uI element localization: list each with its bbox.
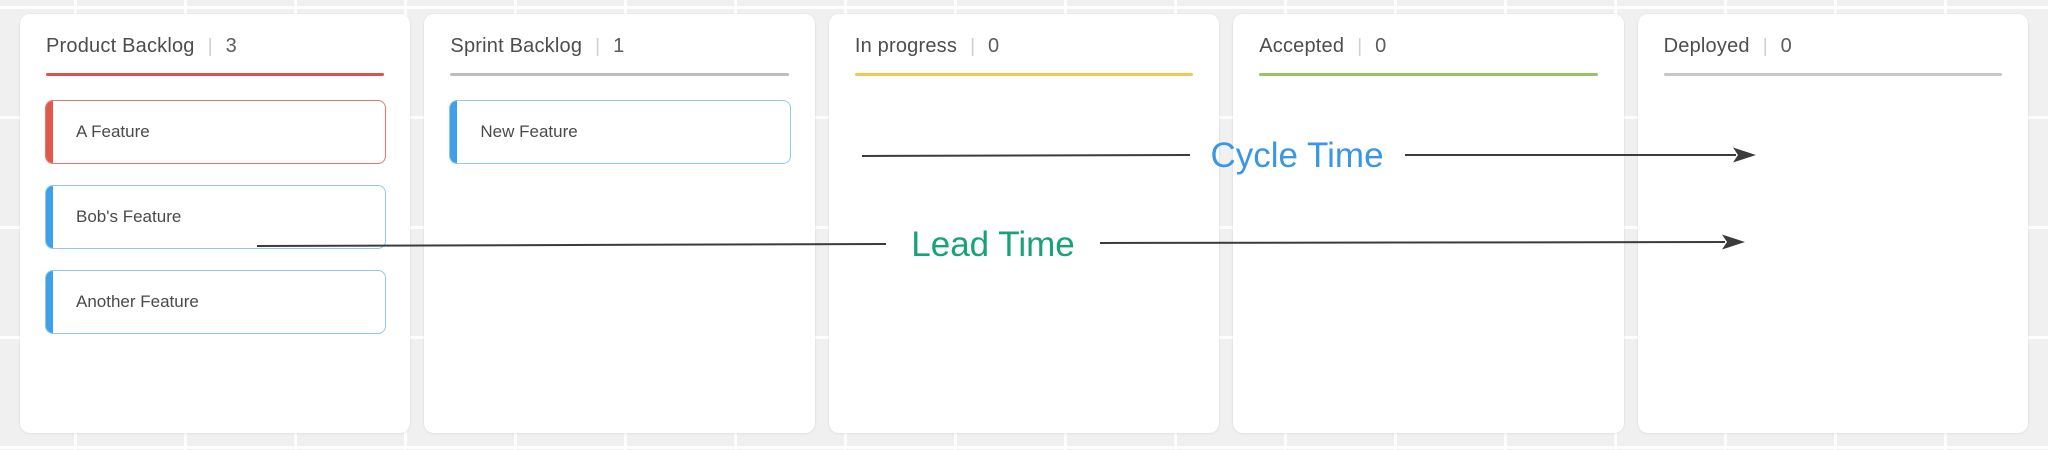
header-divider: | xyxy=(970,36,975,57)
card-accent-bar xyxy=(46,186,53,248)
column-count-badge: 0 xyxy=(1375,35,1387,57)
card-a-feature[interactable]: A Feature xyxy=(45,100,387,164)
column-title: Sprint Backlog xyxy=(450,35,583,57)
column-underline xyxy=(1663,73,2003,76)
column-header: In progress | 0 xyxy=(855,35,1193,58)
column-count-badge: 1 xyxy=(613,35,625,57)
column-underline xyxy=(854,73,1194,76)
column-count-badge: 3 xyxy=(225,35,237,57)
card-accent-bar xyxy=(450,101,458,163)
column-sprint-backlog: Sprint Backlog | 1 New Feature xyxy=(424,14,815,433)
column-product-backlog: Product Backlog | 3 A Feature Bob's Feat… xyxy=(20,14,411,433)
column-underline xyxy=(1259,73,1598,76)
column-count-badge: 0 xyxy=(1780,35,1792,57)
column-count-badge: 0 xyxy=(988,35,1000,57)
card-list: A Feature Bob's Feature Another Feature xyxy=(45,100,387,334)
column-header: Deployed | 0 xyxy=(1664,35,2002,58)
column-deployed: Deployed | 0 xyxy=(1637,14,2029,433)
column-in-progress: In progress | 0 xyxy=(828,14,1220,433)
column-title: In progress xyxy=(854,35,958,57)
header-divider: | xyxy=(595,36,601,57)
column-header: Sprint Backlog | 1 xyxy=(450,35,788,58)
column-header: Product Backlog | 3 xyxy=(46,35,384,58)
card-list: New Feature xyxy=(449,100,791,164)
column-accepted: Accepted | 0 xyxy=(1233,14,1624,433)
column-underline xyxy=(450,73,789,76)
card-label: New Feature xyxy=(480,122,578,141)
card-accent-bar xyxy=(46,271,53,333)
card-new-feature[interactable]: New Feature xyxy=(449,100,791,164)
card-accent-bar xyxy=(46,101,53,163)
header-divider: | xyxy=(1357,36,1363,57)
column-title: Deployed xyxy=(1663,35,1750,57)
column-header: Accepted | 0 xyxy=(1259,35,1597,58)
column-title: Product Backlog xyxy=(46,35,195,57)
card-bobs-feature[interactable]: Bob's Feature xyxy=(45,185,387,249)
card-another-feature[interactable]: Another Feature xyxy=(45,270,387,334)
header-divider: | xyxy=(207,36,213,57)
column-title: Accepted xyxy=(1259,35,1345,57)
card-label: A Feature xyxy=(76,122,150,141)
card-label: Bob's Feature xyxy=(76,207,182,226)
header-divider: | xyxy=(1762,36,1768,57)
card-label: Another Feature xyxy=(76,292,199,311)
column-underline xyxy=(46,73,385,76)
